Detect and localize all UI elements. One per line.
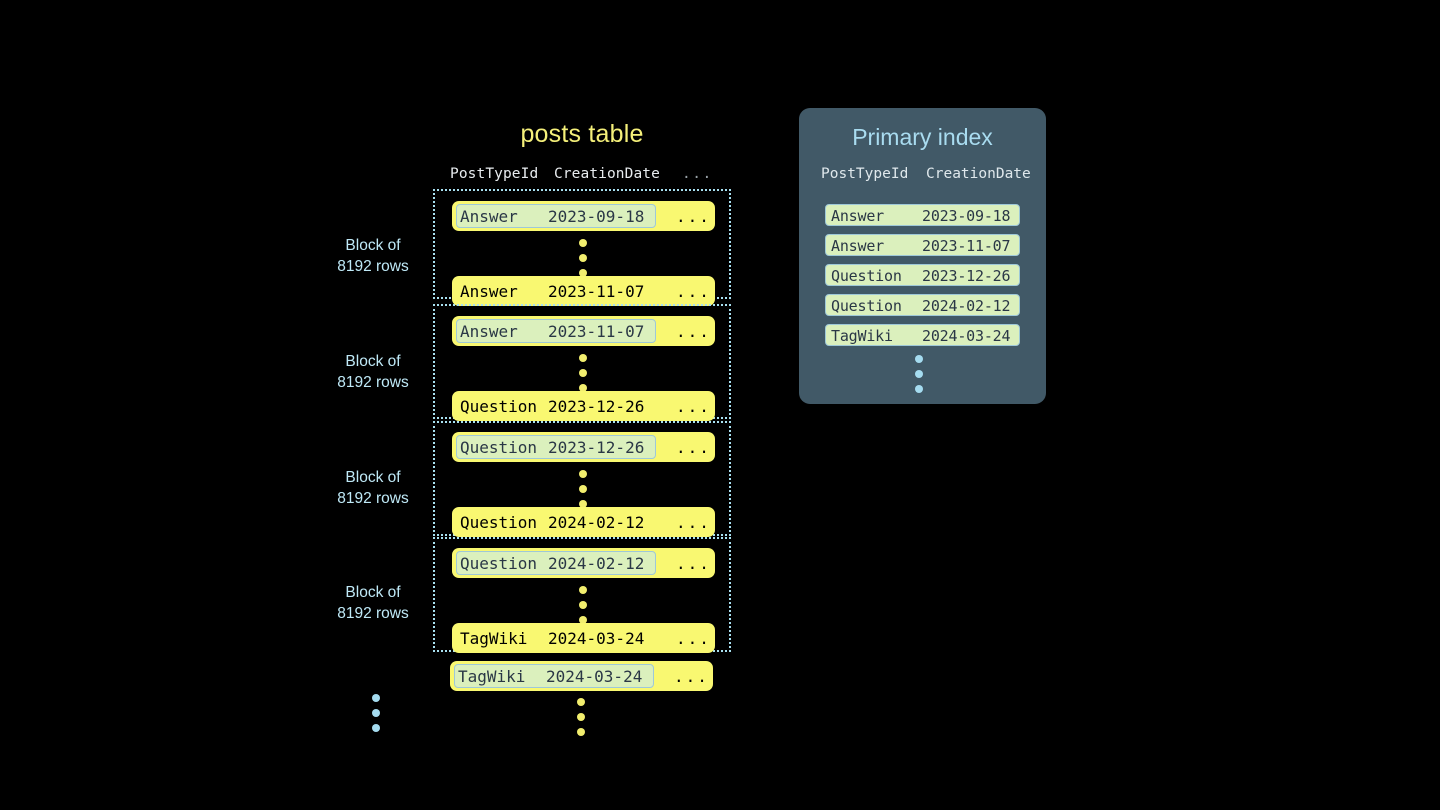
index-mark-row: Question 2024-02-12 [825, 294, 1020, 316]
block-label: Block of 8192 rows [337, 353, 409, 391]
vertical-ellipsis-dots [579, 470, 591, 508]
row-posttypeid: TagWiki [460, 629, 528, 648]
index-creationdate: 2024-02-12 [922, 297, 1011, 315]
row-creationdate: 2023-11-07 [548, 282, 645, 301]
index-mark-row: TagWiki 2024-03-24 [825, 324, 1020, 346]
row-mark-highlight [456, 435, 656, 459]
row-more: ... [676, 322, 711, 341]
table-row: Question 2024-02-12 ... [452, 507, 715, 537]
table-row: Question 2023-12-26 ... [452, 391, 715, 421]
vertical-ellipsis-dots [579, 239, 591, 277]
row-creationdate: 2023-12-26 [548, 397, 645, 416]
row-creationdate: 2023-12-26 [548, 438, 645, 457]
row-posttypeid: Question [460, 438, 538, 457]
block-label: Block of 8192 rows [337, 237, 409, 275]
row-creationdate: 2024-03-24 [548, 629, 645, 648]
row-posttypeid: Question [460, 397, 538, 416]
vertical-ellipsis-dots [577, 698, 589, 736]
column-header-more: ... [682, 166, 713, 182]
row-creationdate: 2024-02-12 [548, 554, 645, 573]
block-label: Block of 8192 rows [337, 469, 409, 507]
posts-table-diagram: posts table PostTypeId CreationDate ... … [300, 110, 760, 750]
index-posttypeid: Answer [831, 237, 884, 255]
row-posttypeid: TagWiki [458, 667, 526, 686]
table-block: Answer 2023-09-18 ... Answer 2023-11-07 … [433, 189, 731, 306]
index-posttypeid: Answer [831, 207, 884, 225]
row-mark-highlight [456, 204, 656, 228]
index-posttypeid: Question [831, 297, 902, 315]
posts-table-title: posts table [520, 120, 644, 148]
table-row: Answer 2023-09-18 ... [452, 201, 715, 231]
row-posttypeid: Answer [460, 322, 518, 341]
row-more: ... [676, 397, 711, 416]
row-more: ... [676, 282, 711, 301]
row-creationdate: 2023-11-07 [548, 322, 645, 341]
primary-index-title: Primary index [852, 124, 993, 150]
index-mark-row: Answer 2023-09-18 [825, 204, 1020, 226]
row-more: ... [676, 629, 711, 648]
index-creationdate: 2023-12-26 [922, 267, 1011, 285]
index-creationdate: 2023-09-18 [922, 207, 1011, 225]
table-block: Answer 2023-11-07 ... Question 2023-12-2… [433, 304, 731, 421]
block-label: Block of 8192 rows [337, 584, 409, 622]
table-row: Question 2023-12-26 ... [452, 432, 715, 462]
column-header-creationdate: CreationDate [554, 166, 660, 182]
vertical-ellipsis-dots-index [915, 355, 927, 393]
row-more: ... [676, 207, 711, 226]
vertical-ellipsis-dots [579, 586, 591, 624]
row-mark-highlight [456, 551, 656, 575]
row-more: ... [674, 667, 709, 686]
table-row: TagWiki 2024-03-24 ... [452, 623, 715, 653]
vertical-ellipsis-dots-blocks [372, 694, 384, 732]
row-more: ... [676, 513, 711, 532]
index-posttypeid: Question [831, 267, 902, 285]
column-header-posttypeid: PostTypeId [821, 166, 909, 182]
table-block: Question 2023-12-26 ... Question 2024-02… [433, 421, 731, 537]
row-posttypeid: Answer [460, 282, 518, 301]
row-posttypeid: Answer [460, 207, 518, 226]
index-mark-row: Question 2023-12-26 [825, 264, 1020, 286]
row-creationdate: 2024-03-24 [546, 667, 643, 686]
index-posttypeid: TagWiki [831, 327, 893, 345]
row-more: ... [676, 438, 711, 457]
row-posttypeid: Question [460, 554, 538, 573]
primary-index-panel: Primary index PostTypeId CreationDate An… [799, 108, 1046, 404]
table-block: Question 2024-02-12 ... TagWiki 2024-03-… [433, 537, 731, 653]
row-creationdate: 2024-02-12 [548, 513, 645, 532]
index-mark-row: Answer 2023-11-07 [825, 234, 1020, 256]
table-row: Answer 2023-11-07 ... [452, 316, 715, 346]
index-creationdate: 2024-03-24 [922, 327, 1011, 345]
posts-table-column-headers: PostTypeId CreationDate ... [450, 166, 750, 186]
column-header-creationdate: CreationDate [926, 166, 1031, 182]
table-row: Answer 2023-11-07 ... [452, 276, 715, 306]
row-posttypeid: Question [460, 513, 538, 532]
vertical-ellipsis-dots [579, 354, 591, 392]
primary-index-column-headers: PostTypeId CreationDate [821, 166, 1031, 186]
row-more: ... [676, 554, 711, 573]
row-creationdate: 2023-09-18 [548, 207, 645, 226]
index-creationdate: 2023-11-07 [922, 237, 1011, 255]
row-mark-highlight [454, 664, 654, 688]
column-header-posttypeid: PostTypeId [450, 166, 539, 182]
table-row: TagWiki 2024-03-24 ... [450, 661, 713, 691]
table-row: Question 2024-02-12 ... [452, 548, 715, 578]
row-mark-highlight [456, 319, 656, 343]
